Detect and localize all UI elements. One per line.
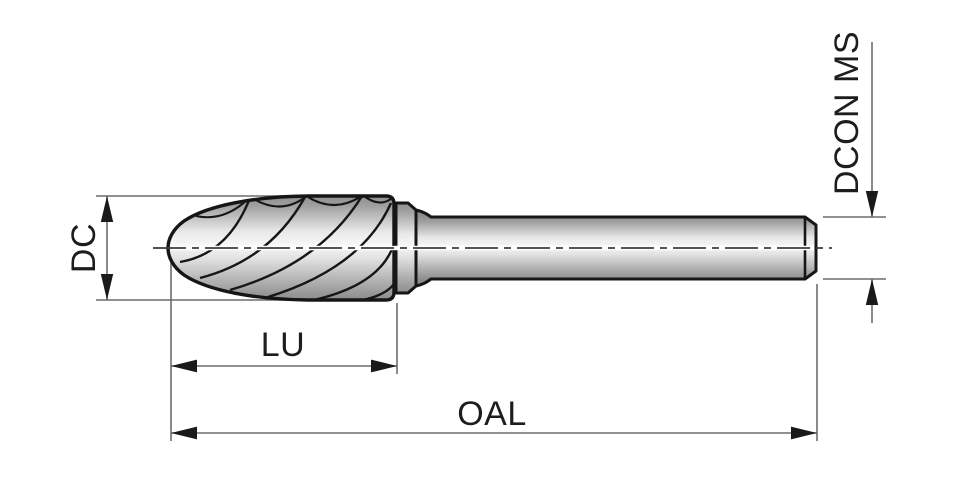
flute-back-line [363,196,393,204]
flutes-backside [195,196,393,219]
flute-line [267,202,393,299]
dcon-ms-label: DCON MS [828,31,866,195]
arrow-up-icon [100,196,114,222]
oal-dimension [171,284,818,441]
arrow-up-icon [865,279,879,305]
dc-arrows [100,196,114,300]
lu-dimension [170,253,398,441]
arrow-right-icon [371,359,397,373]
arrow-down-icon [865,191,879,217]
oal-arrows [171,426,817,440]
dc-label: DC [65,223,103,273]
dcon-arrows [865,191,879,305]
flute-back-line [307,196,361,207]
oal-label: OAL [457,395,527,433]
flute-back-line [251,197,305,208]
dimension-labels: DC LU OAL DCON MS [65,31,866,433]
flute-line [179,197,252,264]
flute-line [357,279,394,300]
arrow-left-icon [171,426,197,440]
flute-line [229,196,364,292]
arrow-down-icon [100,274,114,300]
lu-arrows [171,359,397,373]
lu-label: LU [261,326,305,364]
arrow-left-icon [171,359,197,373]
arrow-right-icon [791,426,817,440]
flute-back-line [195,198,249,219]
